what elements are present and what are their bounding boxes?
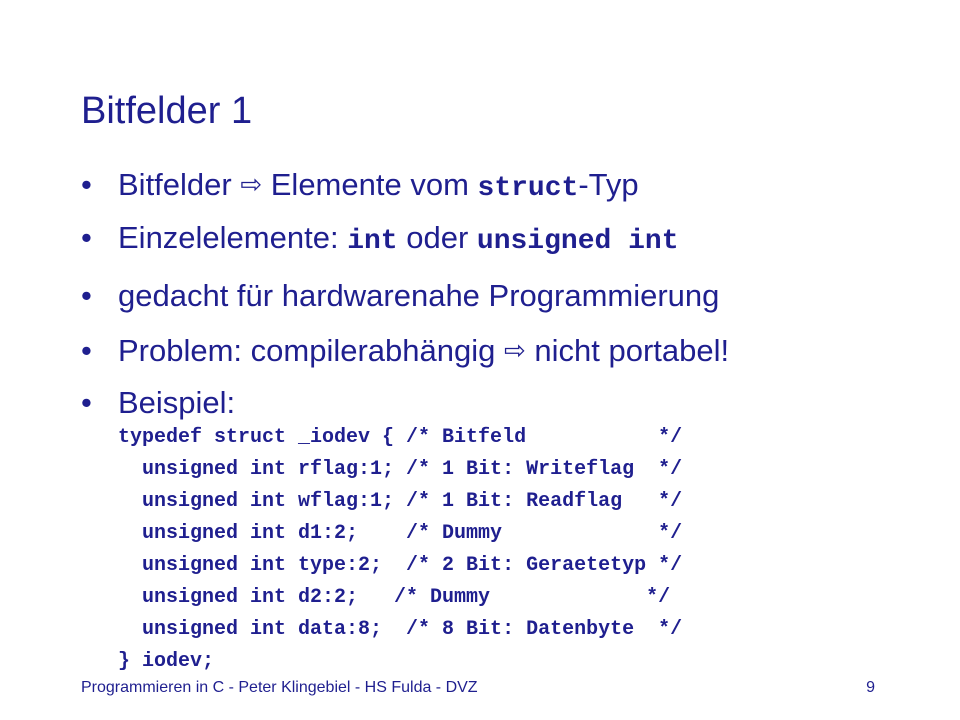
bullet-problem: •Problem: compilerabhängig ⇨ nicht porta… [81,331,729,371]
bullet-einzelelemente: •Einzelelemente: int oder unsigned int [81,220,679,257]
code-line: unsigned int d1:2; /* Dummy */ [118,522,683,545]
bullet-dot-icon: • [81,220,92,255]
bullet-dot-icon: • [81,385,92,420]
slide-title: Bitfelder 1 [81,90,253,132]
bullet-dot-icon: • [81,333,92,368]
code-line: unsigned int rflag:1; /* 1 Bit: Writefla… [118,458,683,481]
bullet-hardwarenahe: •gedacht für hardwarenahe Programmierung [81,276,719,316]
bullet-bitfelder: •Bitfelder ⇨ Elemente vom struct-Typ [81,167,639,204]
code-keyword-unsigned-int: unsigned int [476,226,679,257]
bullet-dot-icon: • [81,278,92,313]
code-example: typedef struct _iodev { /* Bitfeld */ un… [118,422,682,678]
page-number: 9 [866,679,875,696]
arrow-right-icon: ⇨ [504,335,526,365]
code-line: unsigned int d2:2; /* Dummy */ [118,586,671,609]
arrow-right-icon: ⇨ [240,169,263,199]
code-line: unsigned int type:2; /* 2 Bit: Geraetety… [118,554,683,577]
code-line: } iodev; [118,650,215,673]
bullet-beispiel: •Beispiel: [81,383,235,423]
slide-footer: Programmieren in C - Peter Klingebiel - … [81,679,478,696]
code-line: unsigned int data:8; /* 8 Bit: Datenbyte… [118,618,683,641]
code-keyword-struct: struct [477,173,579,204]
bullet-dot-icon: • [81,167,92,202]
code-keyword-int: int [347,226,398,257]
code-line: typedef struct _iodev { /* Bitfeld */ [118,426,683,449]
code-line: unsigned int wflag:1; /* 1 Bit: Readflag… [118,490,683,513]
